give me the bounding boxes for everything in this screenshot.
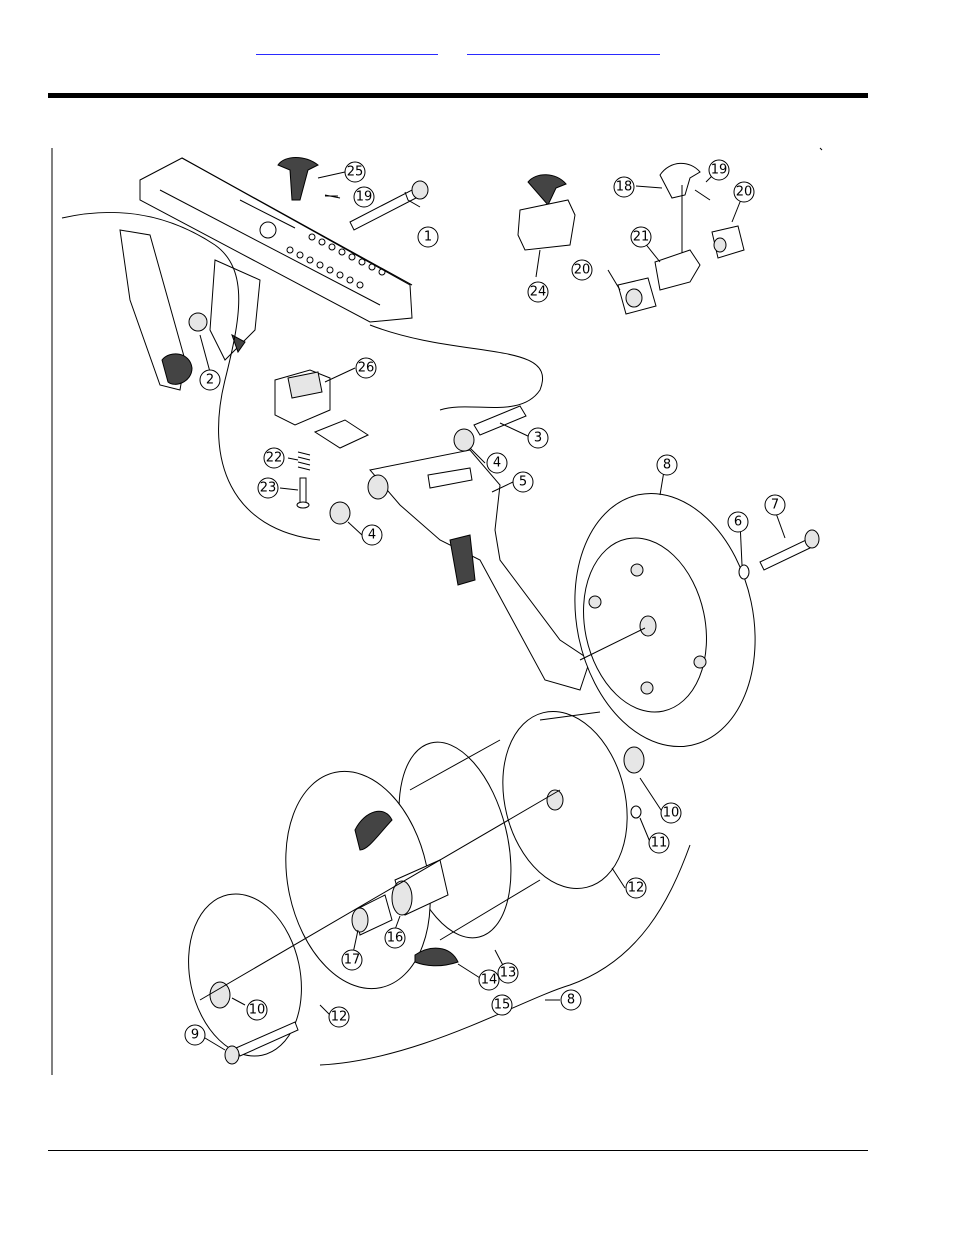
- callout-16: 16: [384, 927, 406, 949]
- svg-text:12: 12: [628, 881, 645, 896]
- svg-text:11: 11: [651, 836, 668, 851]
- callout-10b: 10: [246, 999, 268, 1021]
- callout-7: 7: [764, 494, 786, 516]
- svg-text:8: 8: [567, 993, 575, 1008]
- header-link-left[interactable]: [256, 38, 438, 55]
- svg-text:8: 8: [663, 458, 671, 473]
- callout-13: 13: [497, 962, 519, 984]
- callout-12a: 12: [625, 877, 647, 899]
- svg-text:1: 1: [424, 230, 432, 245]
- bolt-1: [349, 180, 429, 231]
- top-rule: [48, 93, 868, 98]
- callout-25: 25: [344, 161, 366, 183]
- svg-text:6: 6: [734, 515, 742, 530]
- wheel-arm: [313, 419, 591, 691]
- header-link-right[interactable]: [467, 38, 660, 55]
- callout-9: 9: [184, 1024, 206, 1046]
- svg-text:10: 10: [249, 1003, 266, 1018]
- callout-10a: 10: [660, 802, 682, 824]
- callout-1: 1: [417, 226, 439, 248]
- frame-beam: [139, 157, 413, 361]
- svg-text:13: 13: [500, 966, 517, 981]
- svg-text:22: 22: [266, 451, 283, 466]
- callout-20b: 20: [571, 259, 593, 281]
- callout-4b: 4: [361, 524, 383, 546]
- callout-21: 21: [630, 226, 652, 248]
- bottom-rule: [48, 1150, 868, 1151]
- svg-text:18: 18: [616, 180, 633, 195]
- frame-holes: [286, 233, 386, 289]
- svg-text:24: 24: [530, 285, 547, 300]
- callout-26: 26: [355, 357, 377, 379]
- callout-6: 6: [727, 511, 749, 533]
- svg-text:5: 5: [519, 475, 527, 490]
- svg-text:26: 26: [358, 361, 375, 376]
- svg-text:15: 15: [494, 998, 511, 1013]
- callout-2: 2: [199, 369, 221, 391]
- callout-14: 14: [478, 969, 500, 991]
- svg-text:3: 3: [534, 431, 542, 446]
- svg-text:12: 12: [331, 1010, 348, 1025]
- svg-text:9: 9: [191, 1028, 199, 1043]
- closing-wheel: [574, 492, 756, 748]
- callout-17: 17: [341, 949, 363, 971]
- svg-text:19: 19: [356, 190, 373, 205]
- callout-20a: 20: [733, 181, 755, 203]
- callout-3: 3: [527, 427, 549, 449]
- svg-text:10: 10: [663, 806, 680, 821]
- callout-12b: 12: [328, 1006, 350, 1028]
- callout-11: 11: [648, 832, 670, 854]
- svg-text:19: 19: [711, 163, 728, 178]
- callout-8a: 8: [656, 454, 678, 476]
- svg-text:7: 7: [771, 498, 779, 513]
- callout-19b: 19: [353, 186, 375, 208]
- callout-18: 18: [613, 176, 635, 198]
- callout-4a: 4: [486, 452, 508, 474]
- callout-15: 15: [491, 994, 513, 1016]
- callout-23: 23: [257, 477, 279, 499]
- svg-text:17: 17: [344, 953, 361, 968]
- svg-text:20: 20: [574, 263, 591, 278]
- svg-text:14: 14: [481, 973, 498, 988]
- svg-text:23: 23: [260, 481, 277, 496]
- callout-5: 5: [512, 471, 534, 493]
- svg-text:2: 2: [206, 373, 214, 388]
- wheel-assembly-exploded: [188, 710, 691, 1066]
- svg-text:20: 20: [736, 185, 753, 200]
- callout-24: 24: [527, 281, 549, 303]
- callout-19a: 19: [708, 159, 730, 181]
- callout-22: 22: [263, 447, 285, 469]
- svg-text:21: 21: [633, 230, 650, 245]
- callout-8b: 8: [560, 989, 582, 1011]
- svg-text:4: 4: [493, 456, 501, 471]
- svg-text:16: 16: [387, 931, 404, 946]
- svg-text:25: 25: [347, 165, 364, 180]
- svg-text:4: 4: [368, 528, 376, 543]
